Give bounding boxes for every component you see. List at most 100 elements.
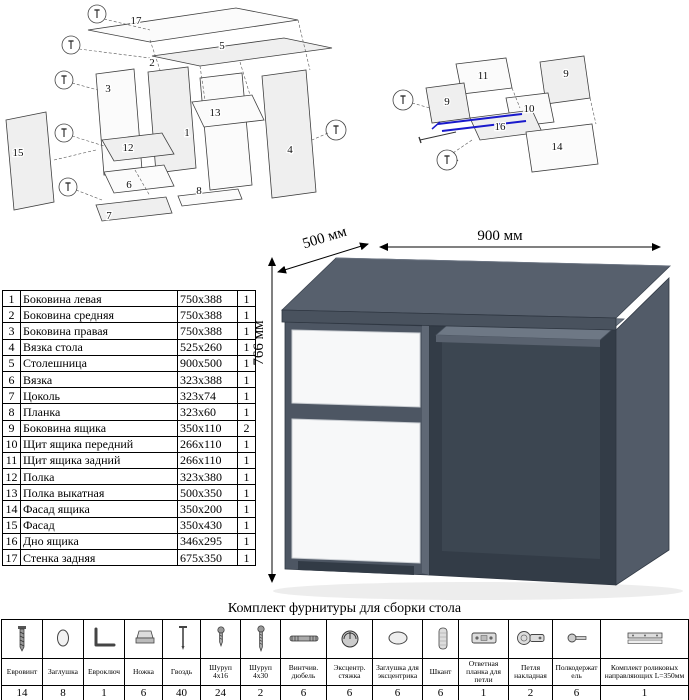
hardware-item-qty: 6 — [372, 685, 423, 700]
hardware-item-qty: 8 — [42, 685, 84, 700]
nail-icon — [162, 619, 201, 659]
drawer-slides-icon — [600, 619, 689, 659]
foot-icon — [124, 619, 163, 659]
parts-cell-name: Стенка задняя — [20, 548, 178, 567]
parts-cell-num: 4 — [2, 338, 21, 356]
parts-cell-size: 266x110 — [177, 435, 238, 453]
hinge-plate-icon — [458, 619, 509, 659]
parts-cell-size: 350x430 — [177, 516, 238, 534]
parts-cell-name: Щит ящика задний — [20, 451, 178, 470]
part-desktop-panel — [151, 37, 333, 67]
parts-cell-qty: 1 — [237, 387, 256, 405]
hardware-item-qty: 1 — [83, 685, 125, 700]
hardware-item-qty: 2 — [240, 685, 281, 700]
parts-cell-name: Щит ящика передний — [20, 435, 178, 453]
parts-cell-name: Полка выкатная — [20, 484, 178, 502]
hardware-item-name: Петля накладная — [508, 658, 553, 686]
parts-cell-size: 500x350 — [177, 484, 238, 502]
screw-4x16-icon — [200, 619, 241, 659]
parts-cell-name: Цоколь — [20, 387, 178, 405]
part-pullout-shelf — [191, 94, 265, 128]
parts-cell-qty: 1 — [237, 451, 256, 470]
parts-cell-size: 350x110 — [177, 419, 238, 437]
hardware-item-qty: 1 — [600, 685, 689, 700]
shelf-pin-icon — [552, 619, 601, 659]
part-label-13: 13 — [210, 107, 222, 119]
width-dimension-label: 900 мм — [477, 228, 523, 244]
parts-cell-size: 675x350 — [177, 548, 238, 567]
hardware-item-qty: 6 — [124, 685, 163, 700]
hardware-icons-row — [1, 619, 689, 659]
hardware-item-qty: 6 — [552, 685, 601, 700]
hardware-item-qty: 6 — [422, 685, 459, 700]
parts-cell-size: 350x200 — [177, 500, 238, 518]
parts-cell-qty: 1 — [237, 468, 256, 486]
parts-cell-num: 15 — [2, 516, 21, 534]
parts-cell-num: 17 — [2, 548, 21, 567]
parts-cell-qty: 1 — [237, 306, 256, 324]
parts-cell-size: 525x260 — [177, 338, 238, 356]
hardware-item-qty: 1 — [458, 685, 509, 700]
part-label-2: 2 — [149, 57, 155, 69]
parts-cell-num: 2 — [2, 306, 21, 324]
hardware-item-name: Шкант — [422, 658, 459, 686]
hardware-item-qty: 2 — [508, 685, 553, 700]
hardware-item-name: Полкодержатель — [552, 658, 601, 686]
hardware-item-name: Шуруп 4x16 — [200, 658, 241, 686]
part-label-4: 4 — [287, 144, 293, 156]
hardware-title: Комплект фурнитуры для сборки стола — [227, 601, 462, 616]
parts-cell-num: 12 — [2, 468, 21, 486]
exploded-diagrams: 17 5 2 3 13 12 6 7 8 1 4 15 — [5, 4, 599, 223]
hardware-item-qty: 6 — [326, 685, 373, 700]
part-drawer-facade — [525, 123, 599, 173]
screw-sketch — [419, 131, 457, 141]
parts-cell-num: 5 — [2, 354, 21, 372]
roller-guide-highlight — [441, 120, 527, 132]
hardware-item-qty: 40 — [162, 685, 201, 700]
parts-cell-qty: 1 — [237, 322, 256, 340]
parts-cell-name: Боковина левая — [20, 289, 178, 308]
parts-cell-num: 13 — [2, 484, 21, 502]
parts-cell-size: 346x295 — [177, 532, 238, 551]
dowel-screw-icon — [280, 619, 327, 659]
plinth — [298, 561, 414, 575]
hardware-item-name: Ножка — [124, 658, 163, 686]
desk-top-back-highlight — [335, 257, 671, 267]
parts-cell-name: Фасад ящика — [20, 500, 178, 518]
parts-cell-name: Дно ящика — [20, 532, 178, 551]
eurovint-icon — [1, 619, 43, 659]
part-label-15: 15 — [13, 147, 25, 159]
parts-cell-qty: 1 — [237, 370, 256, 389]
hardware-item-name: Евровинт — [1, 658, 43, 686]
parts-cell-size: 323x74 — [177, 387, 238, 405]
part-label-8: 8 — [196, 185, 202, 197]
hardware-item-name: Эксцентр. стяжка — [326, 658, 373, 686]
drawer-front — [291, 329, 421, 408]
hinge-icon — [508, 619, 553, 659]
hex-key-icon — [83, 619, 125, 659]
parts-cell-num: 3 — [2, 322, 21, 340]
desk-render: 900 мм 500 мм 766 мм — [251, 225, 683, 600]
parts-cell-name: Полка — [20, 468, 178, 486]
part-label-16: 16 — [495, 121, 507, 133]
part-desk-stretcher — [261, 69, 317, 199]
depth-dimension-label: 500 мм — [301, 225, 349, 252]
part-back-panel — [87, 7, 299, 43]
part-label-3: 3 — [105, 83, 111, 95]
part-label-1: 1 — [184, 127, 190, 139]
hardware-item-name: Ответная планка для петли — [458, 658, 509, 686]
